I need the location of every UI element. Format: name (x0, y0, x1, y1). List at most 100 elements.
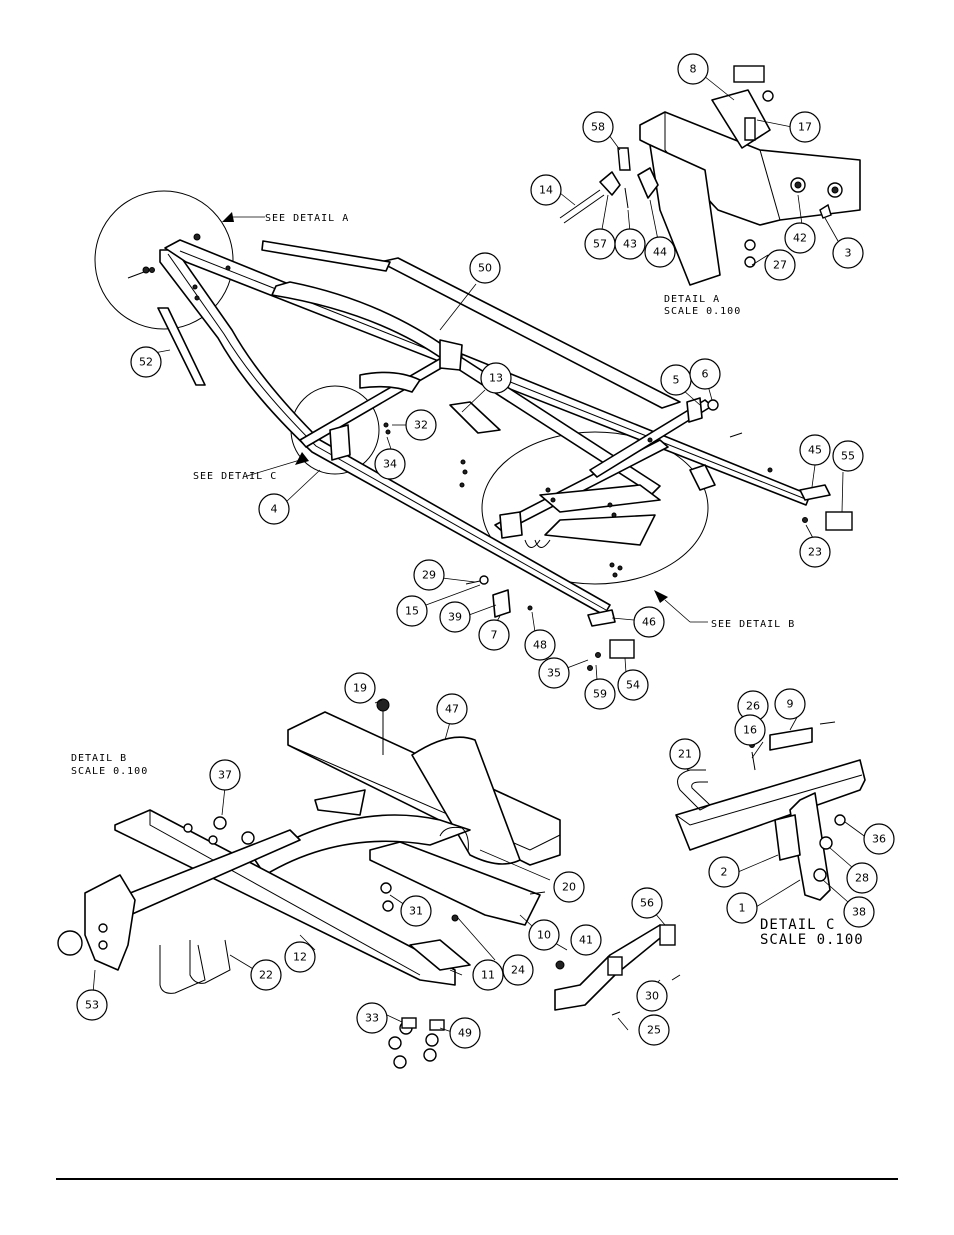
see-detail-a-note: SEE DETAIL A (265, 213, 349, 224)
balloon-label: 15 (405, 605, 419, 618)
callout-balloon-24: 24 (502, 954, 534, 986)
balloon-circle (553, 871, 585, 903)
callout-balloon-5: 5 (660, 364, 692, 396)
balloon-label: 45 (808, 444, 822, 457)
balloon-circle (356, 1002, 388, 1034)
callout-balloon-1: 1 (726, 892, 758, 924)
balloon-circle (284, 941, 316, 973)
balloon-label: 43 (623, 238, 637, 251)
callout-balloon-17: 17 (789, 111, 821, 143)
balloon-circle (130, 346, 162, 378)
balloon-circle (799, 536, 831, 568)
balloon-label: 17 (798, 121, 812, 134)
washer-53 (57, 930, 83, 956)
tail-light-54 (609, 639, 635, 659)
balloon-label: 35 (547, 667, 561, 680)
balloon-label: 42 (793, 232, 807, 245)
see-detail-b-note: SEE DETAIL B (711, 619, 795, 630)
detail-a-title: DETAIL A (664, 294, 720, 305)
balloon-label: 29 (422, 569, 436, 582)
detail-b-drawing (57, 698, 681, 1069)
callout-balloon-16: 16 (734, 714, 766, 746)
detail-b-title: DETAIL B (71, 753, 127, 764)
balloon-label: 3 (845, 247, 852, 260)
balloon-label: 7 (491, 629, 498, 642)
balloon-circle (846, 862, 878, 894)
bunk-front-left (359, 371, 421, 393)
fender-bracket (314, 789, 366, 816)
callout-balloon-45: 45 (799, 434, 831, 466)
balloon-label: 9 (787, 698, 794, 711)
balloon-label: 26 (746, 700, 760, 713)
balloon-circle (636, 980, 668, 1012)
tail-light-55 (825, 511, 853, 531)
balloon-circle (774, 688, 806, 720)
callout-balloon-25: 25 (638, 1014, 670, 1046)
balloon-circle (789, 111, 821, 143)
bracket-7 (492, 589, 511, 618)
detail-c-drawing (675, 709, 868, 908)
balloon-label: 33 (365, 1012, 379, 1025)
callout-balloon-42: 42 (784, 222, 816, 254)
balloon-label: 23 (808, 546, 822, 559)
balloon-label: 21 (678, 748, 692, 761)
balloon-label: 24 (511, 964, 525, 977)
callout-balloon-15: 15 (396, 595, 428, 627)
balloon-circle (832, 440, 864, 472)
bracket-5 (686, 397, 703, 423)
balloon-circle (209, 759, 241, 791)
balloon-label: 49 (458, 1027, 472, 1040)
callout-balloon-7: 7 (478, 619, 510, 651)
wedge-57 (599, 171, 621, 196)
rail-top-strip (261, 240, 391, 272)
balloon-label: 39 (448, 611, 462, 624)
callout-balloon-27: 27 (764, 249, 796, 281)
balloon-circle (799, 434, 831, 466)
callout-balloon-21: 21 (669, 738, 701, 770)
callout-balloon-47: 47 (436, 693, 468, 725)
callout-balloon-50: 50 (469, 252, 501, 284)
cross-member-front (299, 349, 463, 448)
see-detail-c-note: SEE DETAIL C (193, 471, 277, 482)
detail-a-leaders (559, 75, 839, 266)
callout-balloon-36: 36 (863, 823, 895, 855)
balloon-circle (677, 53, 709, 85)
balloon-label: 57 (593, 238, 607, 251)
balloon-label: 10 (537, 929, 551, 942)
balloon-label: 53 (85, 999, 99, 1012)
plate-9 (769, 727, 813, 751)
balloon-label: 47 (445, 703, 459, 716)
balloon-label: 44 (653, 246, 667, 259)
callout-balloon-49: 49 (449, 1017, 481, 1049)
callout-balloon-9: 9 (774, 688, 806, 720)
detail-c-leaders (686, 709, 868, 908)
balloon-circle (76, 989, 108, 1021)
detail-b-fasteners (183, 698, 681, 1069)
callout-balloon-54: 54 (617, 669, 649, 701)
callout-balloon-37: 37 (209, 759, 241, 791)
balloon-circle (764, 249, 796, 281)
callout-balloon-59: 59 (584, 678, 616, 710)
callout-balloon-52: 52 (130, 346, 162, 378)
axle-curve (254, 814, 471, 876)
coupler-plate (733, 65, 765, 83)
balloon-circle (413, 559, 445, 591)
callout-balloon-38: 38 (843, 896, 875, 928)
tail-bracket-45 (799, 484, 831, 501)
balloon-circle (436, 693, 468, 725)
balloon-circle (614, 228, 646, 260)
balloon-label: 32 (414, 419, 428, 432)
bunk-rear-left (539, 484, 661, 513)
balloon-circle (832, 237, 864, 269)
balloon-circle (570, 924, 602, 956)
callout-balloon-46: 46 (633, 606, 665, 638)
bracket-2 (774, 814, 801, 861)
bunk-board-50 (379, 257, 681, 409)
tail-bracket-46 (587, 609, 616, 627)
balloon-circle (734, 714, 766, 746)
balloon-label: 30 (645, 990, 659, 1003)
balloon-circle (584, 678, 616, 710)
balloon-label: 41 (579, 934, 593, 947)
balloon-label: 13 (489, 372, 503, 385)
